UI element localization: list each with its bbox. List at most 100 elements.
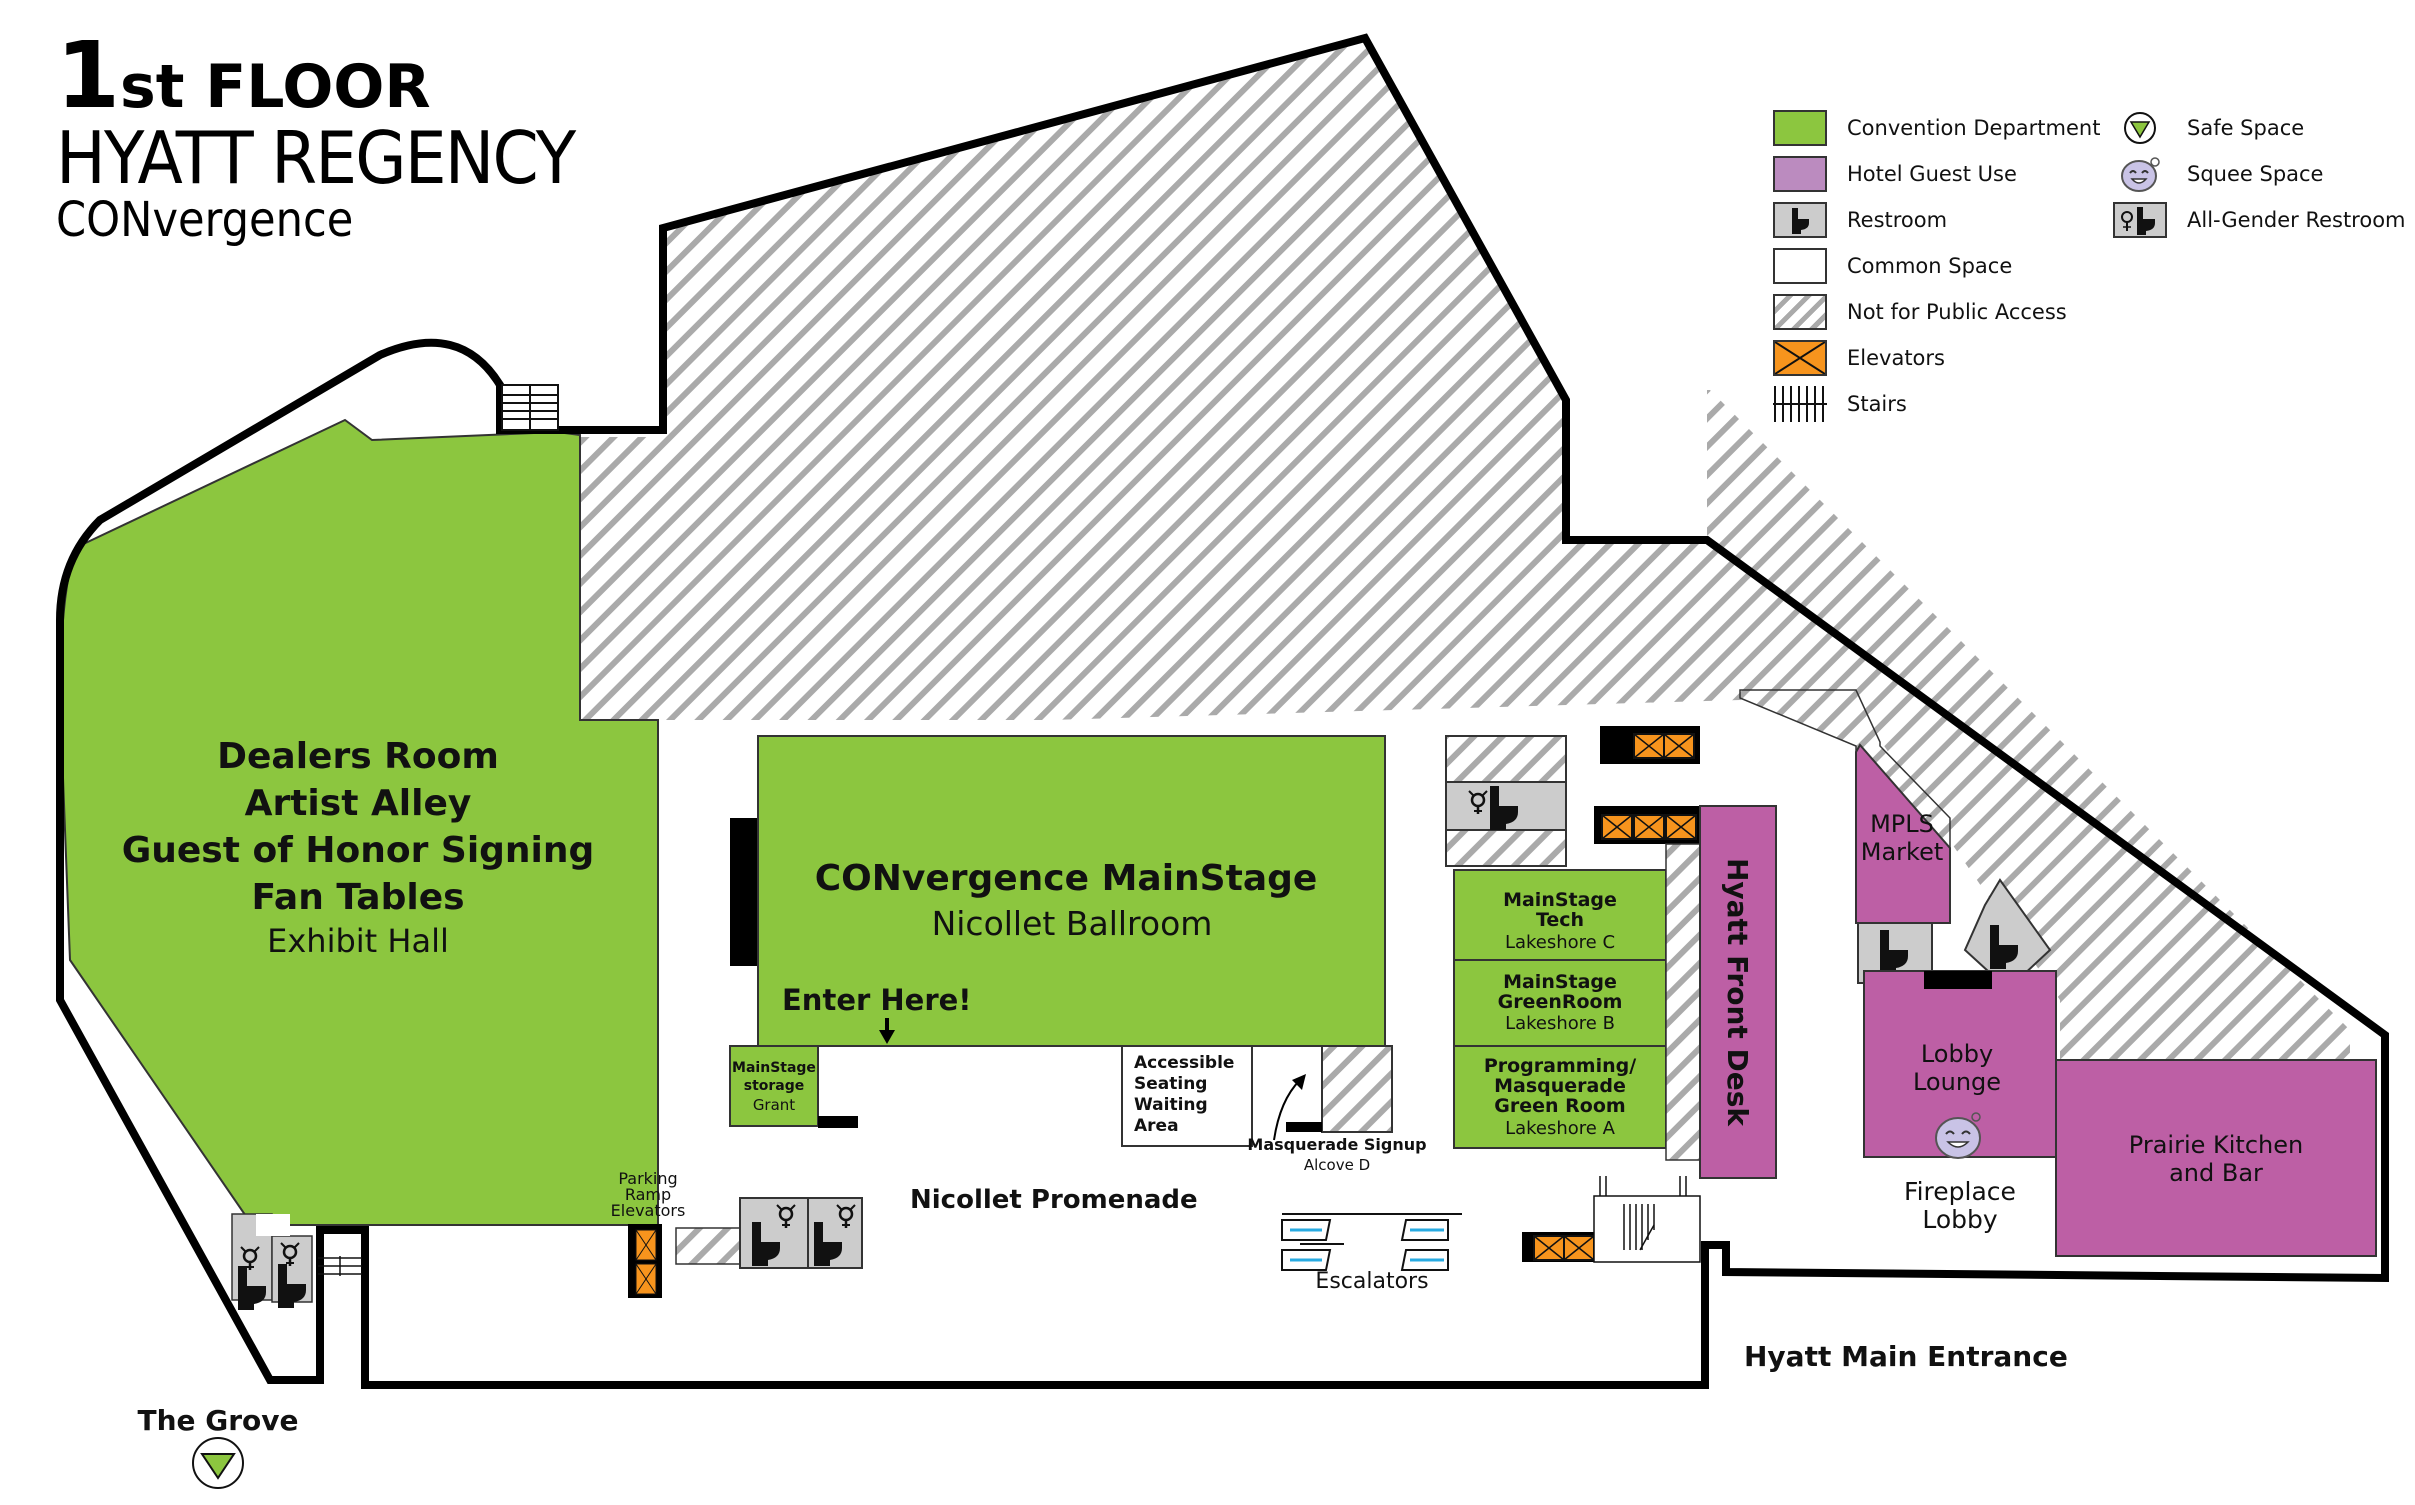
elevator-bank-south[interactable] xyxy=(1594,806,1700,844)
lakeshore-b-line-1: MainStage xyxy=(1503,971,1617,993)
squee-space-icon xyxy=(2113,156,2167,192)
accessible-line-2: Seating xyxy=(1134,1074,1207,1094)
storage-line-2: storage xyxy=(744,1078,805,1094)
escalators-label: Escalators xyxy=(1315,1269,1428,1294)
escalators[interactable] xyxy=(1281,1213,1462,1271)
legend-item-hotel: Hotel Guest Use xyxy=(1773,156,2017,192)
lakeshore-b-line-2: GreenRoom xyxy=(1498,991,1623,1013)
lakeshore-a-line-2: Masquerade xyxy=(1494,1075,1626,1097)
legend-item-elevators: Elevators xyxy=(1773,340,1945,376)
mpls-market-line-1: MPLS xyxy=(1870,810,1934,838)
common-swatch xyxy=(1773,248,1827,284)
legend-label: Squee Space xyxy=(2187,162,2324,186)
restricted-area-north xyxy=(580,38,2350,1060)
room-prairie-kitchen[interactable] xyxy=(2055,1059,2377,1257)
masquerade-signup-title: Masquerade Signup xyxy=(1247,1135,1426,1154)
legend-label: All-Gender Restroom xyxy=(2187,208,2406,232)
legend-label: Restroom xyxy=(1847,208,1948,232)
lobby-lounge-line-1: Lobby xyxy=(1921,1040,1993,1068)
convention-swatch xyxy=(1773,110,1827,146)
legend-label: Hotel Guest Use xyxy=(1847,162,2017,186)
restroom-block-promenade[interactable] xyxy=(739,1197,863,1269)
lakeshore-b-sub: Lakeshore B xyxy=(1505,1013,1615,1034)
lakeshore-a-line-3: Green Room xyxy=(1494,1095,1625,1117)
promenade-label: Nicollet Promenade xyxy=(910,1185,1198,1215)
fireplace-lobby-line-1: Fireplace xyxy=(1904,1177,2016,1206)
safe-space-icon xyxy=(2113,110,2167,146)
masquerade-signup-sub: Alcove D xyxy=(1304,1156,1370,1174)
lakeshore-a-sub: Lakeshore A xyxy=(1505,1118,1616,1139)
mainstage-title: CONvergence MainStage xyxy=(815,858,1318,899)
elevator-bank-north[interactable] xyxy=(1600,726,1700,764)
legend-label: Not for Public Access xyxy=(1847,300,2067,324)
venue-name: HYATT REGENCY xyxy=(56,116,576,200)
entrance-arrow-icon xyxy=(879,1018,895,1044)
restroom-block-exhibit[interactable] xyxy=(231,1213,313,1310)
fireplace-lobby-line-2: Lobby xyxy=(1922,1205,1998,1234)
lobby-lounge-line-2: Lounge xyxy=(1913,1068,2001,1096)
legend-item-convention: Convention Department xyxy=(1773,110,2100,146)
accessible-line-1: Accessible xyxy=(1134,1053,1234,1073)
room-mainstage-storage[interactable] xyxy=(729,1045,819,1127)
stairs-north xyxy=(501,384,559,431)
floor-number: 1 xyxy=(56,22,121,129)
mainstage-subtitle: Nicollet Ballroom xyxy=(932,904,1213,943)
exhibit-hall-line-1: Dealers Room xyxy=(217,736,499,777)
map-title-block: 1st FLOOR HYATT REGENCY CONvergence xyxy=(56,30,619,247)
room-mpls-market[interactable] xyxy=(1739,689,1951,924)
parking-elevators[interactable] xyxy=(628,1224,662,1298)
mpls-market-line-2: Market xyxy=(1861,838,1944,866)
room-accessible-seating[interactable] xyxy=(1121,1045,1253,1147)
building-outline xyxy=(56,33,2389,1389)
legend-label: Convention Department xyxy=(1847,116,2101,140)
enter-here-label: Enter Here! xyxy=(782,983,972,1017)
squee-space-icon xyxy=(1935,1112,1981,1159)
legend-item-common: Common Space xyxy=(1773,248,2012,284)
floor-title: 1st FLOOR xyxy=(56,30,619,122)
main-entrance-label: Hyatt Main Entrance xyxy=(1744,1340,2068,1373)
prairie-kitchen-line-1: Prairie Kitchen xyxy=(2129,1131,2303,1159)
legend-item-stairs: Stairs xyxy=(1773,386,1907,422)
room-lakeshore-a[interactable] xyxy=(1453,1045,1667,1149)
elevator-icon xyxy=(1773,340,1827,376)
restricted-corridor xyxy=(675,1227,741,1265)
front-desk-label: Hyatt Front Desk xyxy=(1721,858,1754,1127)
legend-label: Common Space xyxy=(1847,254,2013,278)
room-lakeshore-c[interactable] xyxy=(1453,869,1667,961)
hotel-swatch xyxy=(1773,156,1827,192)
exhibit-hall-sub: Exhibit Hall xyxy=(267,922,449,960)
parking-line-1: Parking xyxy=(618,1169,677,1188)
legend-item-restroom: Restroom xyxy=(1773,202,1947,238)
alcove-masquerade-signup[interactable] xyxy=(1273,1045,1393,1141)
restroom-block-lakeshore[interactable] xyxy=(1445,735,1567,867)
lakeshore-c-sub: Lakeshore C xyxy=(1505,932,1615,953)
legend-label: Safe Space xyxy=(2187,116,2305,140)
legend-item-restricted: Not for Public Access xyxy=(1773,294,2067,330)
parking-line-2: Ramp xyxy=(625,1185,671,1204)
stairs-entrance xyxy=(1593,1176,1701,1263)
accessible-line-4: Area xyxy=(1134,1116,1179,1136)
prairie-kitchen-line-2: and Bar xyxy=(2169,1159,2263,1187)
storage-sub: Grant xyxy=(753,1096,795,1114)
lakeshore-a-line-1: Programming/ xyxy=(1484,1055,1636,1077)
legend-item-squee-space: Squee Space xyxy=(2113,156,2323,192)
lakeshore-c-line-2: Tech xyxy=(1536,909,1584,931)
elevator-bank-entrance[interactable] xyxy=(1522,1232,1595,1262)
restricted-strip xyxy=(1665,843,1701,1161)
storage-line-1: MainStage xyxy=(732,1060,816,1076)
legend-item-safe-space: Safe Space xyxy=(2113,110,2304,146)
stairs-icon xyxy=(1773,386,1827,422)
all-gender-restroom-icon xyxy=(2113,202,2167,238)
room-mainstage[interactable] xyxy=(757,735,1386,1047)
lakeshore-c-line-1: MainStage xyxy=(1503,889,1617,911)
room-hyatt-front-desk[interactable] xyxy=(1699,805,1777,1179)
exhibit-hall-line-4: Fan Tables xyxy=(251,877,464,918)
event-name: CONvergence xyxy=(56,192,354,248)
accessible-line-3: Waiting xyxy=(1134,1095,1208,1115)
parking-line-3: Elevators xyxy=(611,1201,686,1220)
legend-item-all-gender-restroom: All-Gender Restroom xyxy=(2113,202,2406,238)
the-grove-label: The Grove xyxy=(137,1404,298,1437)
legend-label: Elevators xyxy=(1847,346,1945,370)
wall-segment xyxy=(730,818,758,966)
